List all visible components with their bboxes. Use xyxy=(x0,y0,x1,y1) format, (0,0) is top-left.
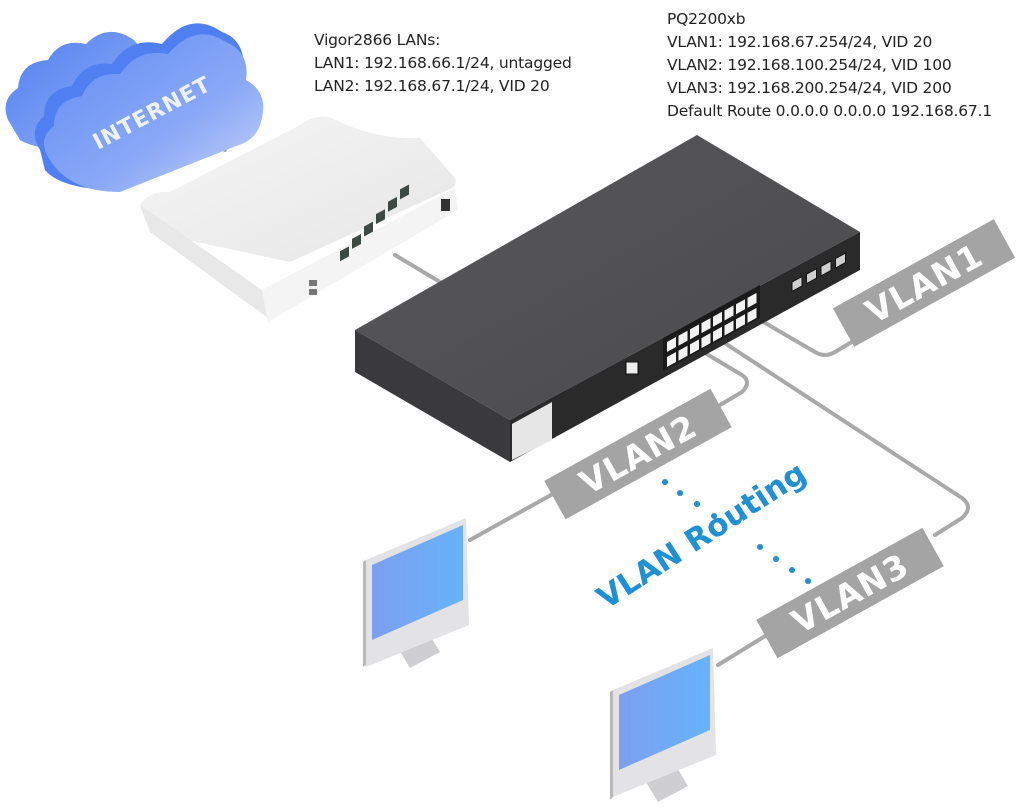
pq-note-title: PQ2200xb xyxy=(667,10,746,28)
router-port xyxy=(400,184,409,200)
switch-rj45-port xyxy=(690,339,699,355)
routing-dot xyxy=(773,556,779,562)
cable-vlan2-pc xyxy=(468,488,562,542)
pq2200xb-switch xyxy=(355,135,860,462)
switch-rj45-port xyxy=(747,307,757,323)
routing-dot xyxy=(694,501,700,507)
vigor-note-line: LAN2: 192.168.67.1/24, VID 20 xyxy=(314,77,550,95)
switch-rj45-port xyxy=(736,314,745,330)
switch-rj45-port xyxy=(667,352,676,367)
routing-dot xyxy=(805,578,811,584)
switch-rj45-port xyxy=(713,311,722,327)
switch-rj45-port xyxy=(701,333,711,349)
router-front xyxy=(262,188,458,322)
switch-rj45-port xyxy=(724,305,734,321)
vlan1-tag-bg xyxy=(832,219,1016,347)
vlan3-tag-bg xyxy=(756,527,944,659)
pq-note-line: VLAN1: 192.168.67.254/24, VID 20 xyxy=(667,33,933,51)
switch-sfp-port xyxy=(835,252,846,269)
switch-rj45-port xyxy=(701,318,711,334)
pq-note-line: VLAN3: 192.168.200.254/24, VID 200 xyxy=(667,79,952,97)
switch-logo-panel xyxy=(512,402,552,460)
pq-note-line: Default Route 0.0.0.0 0.0.0.0 192.168.67… xyxy=(667,102,992,120)
switch-rj45-port xyxy=(736,299,745,315)
pc1-screen xyxy=(372,525,463,640)
vlan1-tag: VLAN1 xyxy=(832,219,1016,347)
router-port xyxy=(352,234,361,249)
switch-left xyxy=(355,330,510,462)
vigor-note-title: Vigor2866 LANs: xyxy=(314,31,441,49)
router-top xyxy=(140,116,456,263)
vlan2-tag-bg xyxy=(544,388,732,520)
switch-rj45-port xyxy=(667,337,676,352)
pc2-screen xyxy=(619,655,710,770)
switch-rj45-port xyxy=(713,326,722,342)
router-port xyxy=(388,196,397,212)
router-left xyxy=(140,205,268,318)
router-usb-ports xyxy=(309,280,317,295)
vigor-router xyxy=(140,116,458,322)
cable-vlan2-switch xyxy=(698,348,749,407)
routing-dot xyxy=(711,513,717,519)
router-power-button xyxy=(441,199,450,211)
switch-rj45-port xyxy=(724,320,734,336)
pq-note-line: VLAN2: 192.168.100.254/24, VID 100 xyxy=(667,56,952,74)
router-port xyxy=(376,209,385,225)
switch-console-port xyxy=(625,361,639,375)
internet-cloud: INTERNET xyxy=(5,23,264,192)
router-port xyxy=(364,221,373,237)
switch-sfp-port xyxy=(806,267,817,285)
cable-vlan3-switch xyxy=(718,338,970,537)
routing-dots-upper xyxy=(662,479,717,519)
routing-dot xyxy=(757,544,763,550)
cable-vlan1 xyxy=(758,318,857,357)
switch-sfp-port xyxy=(820,260,832,277)
vigor2866-lan-note: Vigor2866 LANs: LAN1: 192.168.66.1/24, u… xyxy=(314,29,572,98)
switch-rj45-port xyxy=(690,324,699,340)
switch-rj45-ports xyxy=(663,285,760,371)
routing-dot xyxy=(662,479,668,485)
vigor-note-line: LAN1: 192.168.66.1/24, untagged xyxy=(314,54,572,72)
pq2200xb-vlan-note: PQ2200xb VLAN1: 192.168.67.254/24, VID 2… xyxy=(667,8,992,123)
router-lan-ports xyxy=(340,184,409,262)
pc-vlan3 xyxy=(610,648,716,802)
routing-dot xyxy=(677,490,683,496)
switch-rj45-port xyxy=(678,330,688,346)
pc2-bezel-side xyxy=(610,690,613,800)
pc-vlan2 xyxy=(363,518,469,668)
pc2-stand xyxy=(646,766,688,802)
routing-dot xyxy=(789,567,795,573)
switch-sfp-port xyxy=(791,275,803,293)
cable-router-switch xyxy=(393,253,447,287)
switch-sfp-ports xyxy=(791,252,846,293)
switch-rj45-port xyxy=(747,292,757,308)
router-port xyxy=(340,246,349,262)
pc1-bezel-side xyxy=(363,560,366,667)
switch-top xyxy=(355,135,860,420)
switch-rj45-port xyxy=(678,345,688,361)
vlan3-tag: VLAN3 xyxy=(756,527,944,659)
cloud-front xyxy=(43,34,264,192)
routing-dots-lower xyxy=(757,544,811,584)
